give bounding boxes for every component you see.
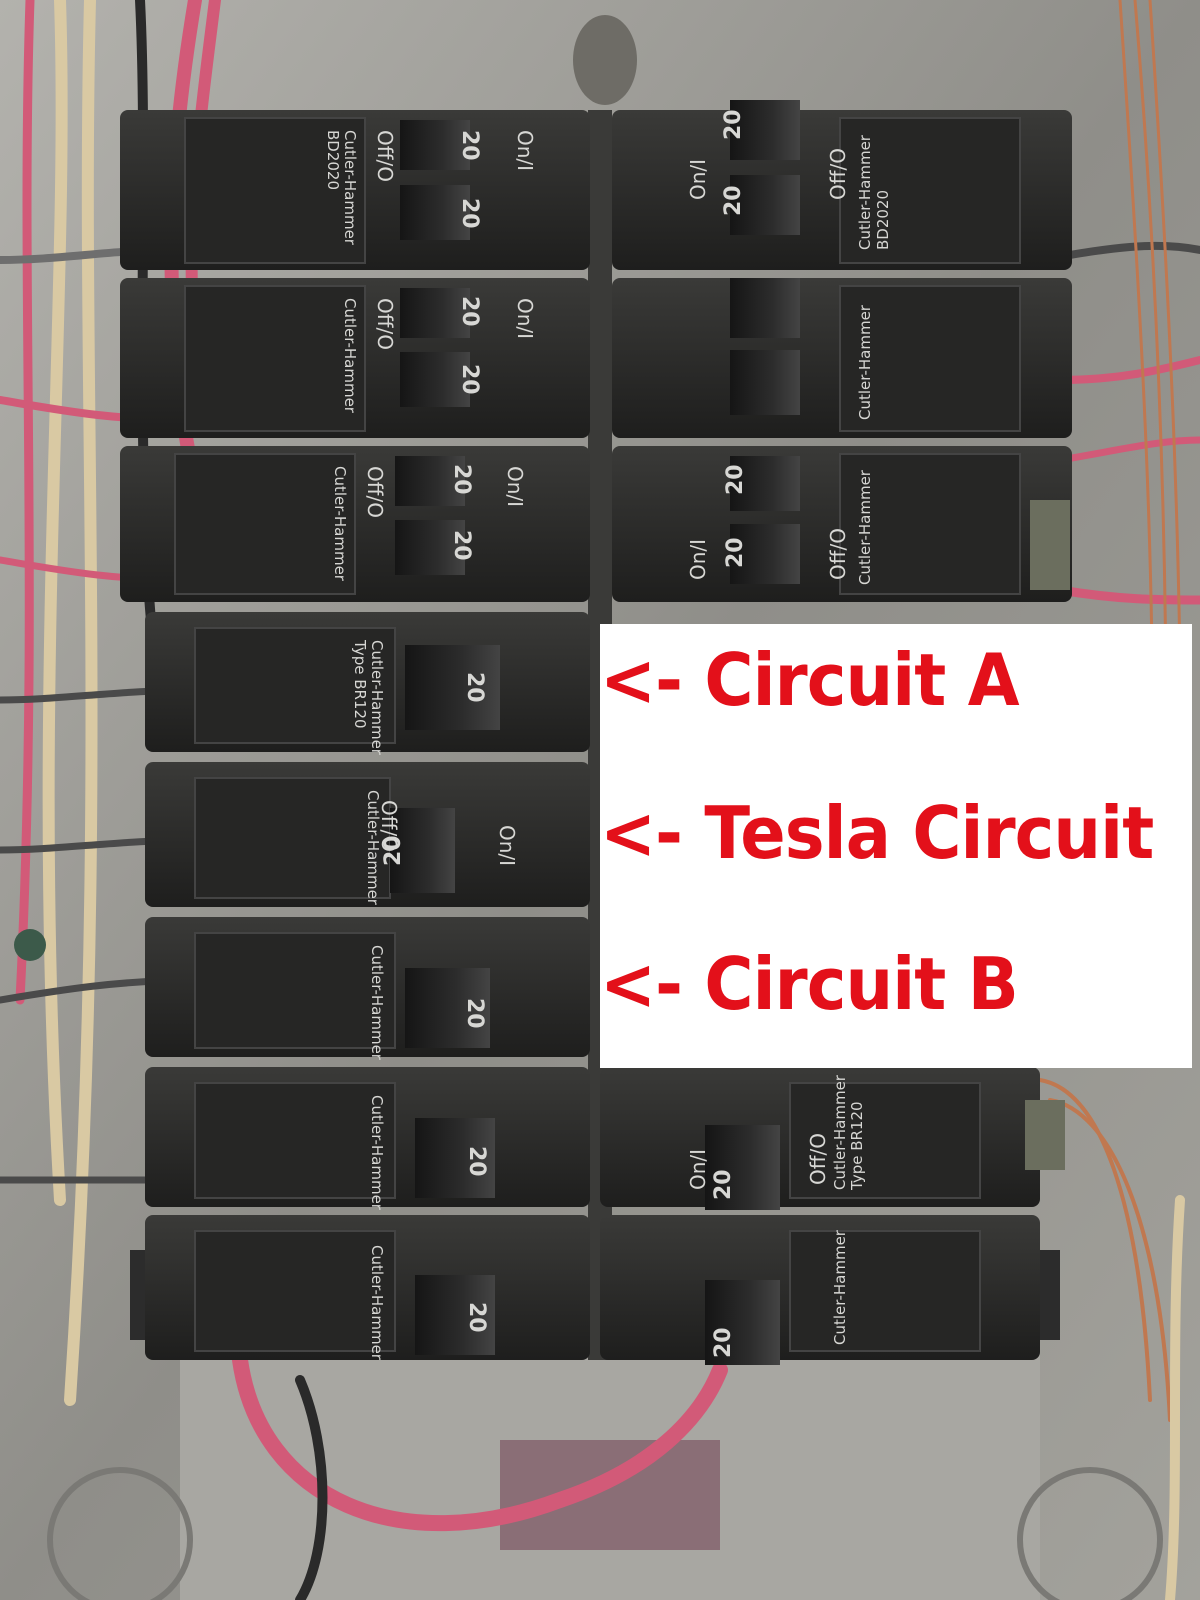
breaker-left-3 bbox=[120, 446, 590, 602]
breaker-right-7 bbox=[600, 1067, 1040, 1210]
brand-markings: Cutler-Hammer BD2020 Cutler-Hammer Cutle… bbox=[324, 130, 892, 1361]
breaker-right-1 bbox=[612, 100, 1072, 270]
breaker-left-7 bbox=[145, 1067, 590, 1207]
breaker-right-8 bbox=[600, 1215, 1040, 1365]
rating-label: 20 bbox=[723, 464, 748, 495]
off-marking: Off/O bbox=[826, 528, 850, 580]
on-marking: On/I bbox=[503, 466, 527, 507]
knockout-left bbox=[47, 1467, 193, 1600]
breaker-tesla-circuit bbox=[145, 762, 590, 907]
rating-label: 20 bbox=[457, 364, 482, 395]
annotation-circuit-a: <- Circuit A bbox=[600, 638, 1020, 722]
rating-label: 20 bbox=[711, 1327, 736, 1358]
rating-label: 20 bbox=[462, 672, 487, 703]
mounting-keyhole bbox=[573, 15, 637, 105]
breaker-left-8 bbox=[145, 1215, 590, 1360]
annotation-tesla-circuit: <- Tesla Circuit bbox=[600, 791, 1154, 875]
breaker-left-2 bbox=[120, 278, 590, 438]
rating-labels: 20 20 20 20 20 20 20 20 20 20 20 20 20 2… bbox=[381, 109, 748, 1358]
on-marking: On/I bbox=[686, 539, 710, 580]
on-marking: On/I bbox=[686, 1149, 710, 1190]
on-marking: On/I bbox=[686, 159, 710, 200]
brand-label: Cutler-Hammer bbox=[831, 1229, 849, 1345]
on-marking: On/I bbox=[495, 825, 519, 866]
rating-label: 20 bbox=[462, 998, 487, 1029]
knockout-right bbox=[1017, 1467, 1163, 1600]
switch-markings: On/I Off/O On/I Off/O On/I Off/O On/I Of… bbox=[363, 130, 850, 1190]
brand-label: Cutler-Hammer bbox=[368, 640, 386, 756]
off-marking: Off/O bbox=[806, 1133, 830, 1185]
breaker-left-1 bbox=[120, 110, 590, 270]
ground-terminals bbox=[14, 500, 1070, 1170]
brand-label: Cutler-Hammer bbox=[856, 304, 874, 420]
off-marking: Off/O bbox=[373, 298, 397, 350]
annotation-panel: <- Circuit A <- Tesla Circuit <- Circuit… bbox=[600, 624, 1192, 1068]
rating-label: 20 bbox=[457, 296, 482, 327]
off-marking: Off/O bbox=[377, 800, 401, 852]
annotation-circuit-b: <- Circuit B bbox=[600, 942, 1019, 1026]
brand-label: Cutler-Hammer bbox=[331, 466, 349, 582]
rating-label: 20 bbox=[464, 1302, 489, 1333]
type-label: Type BR120 bbox=[848, 1101, 866, 1191]
rating-label: 20 bbox=[449, 530, 474, 561]
off-marking: Off/O bbox=[373, 130, 397, 182]
rating-label: 20 bbox=[457, 130, 482, 161]
brand-label: Cutler-Hammer bbox=[364, 790, 382, 906]
type-label: BD2020 bbox=[324, 130, 342, 190]
brand-label: Cutler-Hammer bbox=[341, 298, 359, 414]
brand-label: Cutler-Hammer bbox=[856, 469, 874, 585]
off-marking: Off/O bbox=[363, 466, 387, 518]
brand-label: Cutler-Hammer bbox=[368, 1095, 386, 1211]
rating-label: 20 bbox=[464, 1146, 489, 1177]
brand-label: Cutler-Hammer bbox=[368, 1245, 386, 1361]
rating-label: 20 bbox=[721, 185, 746, 216]
rating-label: 20 bbox=[723, 537, 748, 568]
rating-label: 20 bbox=[457, 198, 482, 229]
type-label: BD2020 bbox=[874, 190, 892, 250]
rating-label: 20 bbox=[721, 109, 746, 140]
breaker-circuit-a bbox=[145, 612, 590, 752]
on-marking: On/I bbox=[513, 298, 537, 339]
brand-label: Cutler-Hammer bbox=[341, 130, 359, 246]
breaker-circuit-b bbox=[145, 917, 590, 1057]
breaker-right-2 bbox=[612, 278, 1072, 438]
knockout-tab bbox=[500, 1440, 720, 1550]
rating-label: 20 bbox=[381, 835, 406, 866]
brand-label: Cutler-Hammer bbox=[368, 945, 386, 1061]
type-label: Type BR120 bbox=[351, 639, 369, 729]
rating-label: 20 bbox=[711, 1169, 736, 1200]
brand-label: Cutler-Hammer bbox=[831, 1074, 849, 1190]
off-marking: Off/O bbox=[826, 148, 850, 200]
on-marking: On/I bbox=[513, 130, 537, 171]
breaker-right-3 bbox=[612, 446, 1072, 602]
rating-label: 20 bbox=[449, 464, 474, 495]
brand-label: Cutler-Hammer bbox=[856, 134, 874, 250]
